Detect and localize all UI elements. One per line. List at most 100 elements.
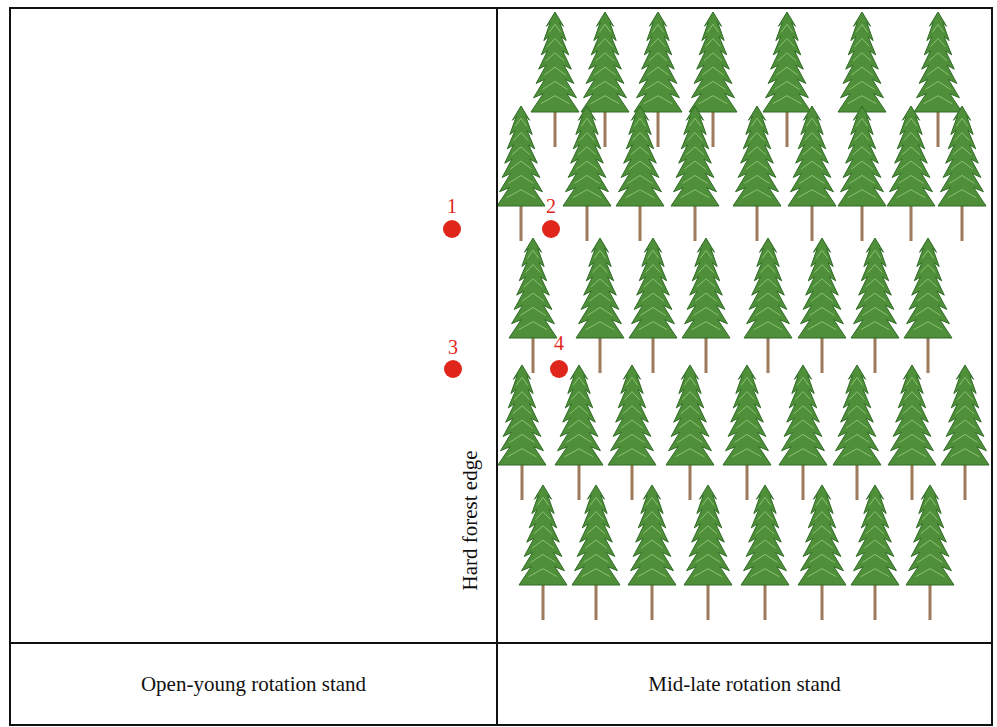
tree-branch [897,190,926,198]
tree-branch [856,24,867,32]
tree-branch [773,96,802,104]
tree-branch [565,449,594,457]
pine-tree [509,238,557,373]
tree-branch [869,250,880,258]
tree-branch [740,392,755,400]
tree-branch [578,147,596,155]
tree-branch [953,147,971,155]
tree-branch [643,526,661,534]
tree-branch [796,392,811,400]
tree-branch [534,526,552,534]
pine-tree [684,485,732,620]
tree-branch [921,265,936,273]
tree-crown [671,106,719,206]
tree-branch [707,24,718,32]
tree-branch [699,265,714,273]
tree-branch [589,512,604,520]
tree-branch [948,190,977,198]
tree-branch [914,322,943,330]
tree-branch [931,39,946,47]
tree-branch [925,81,950,89]
tree-branch [915,307,940,315]
tree-branch [848,96,877,104]
tree-branch [751,569,780,577]
tree-branch [924,497,935,505]
tree-branch [851,67,873,75]
tree-branch [638,569,667,577]
tree-branch [626,190,655,198]
tree-branch [515,392,530,400]
tree-crown [741,485,789,585]
tree-branch [573,190,602,198]
tree-branch [898,449,927,457]
tree-branch [694,569,723,577]
tree-branch [794,406,812,414]
tree-branch [627,175,652,183]
tree-branch [677,434,702,442]
pine-tree [798,485,846,620]
stand-label-cell: Open-young rotation stand [11,644,496,724]
pine-tree [666,365,714,500]
tree-branch [566,434,591,442]
tree-branch [916,569,945,577]
sample-dot [550,360,568,378]
tree-branch [524,279,542,287]
tree-branch [901,420,923,428]
pine-tree [723,365,771,500]
tree-crown [938,106,986,206]
tree-branch [529,569,558,577]
tree-branch [955,133,970,141]
forest-edge-line [496,8,498,725]
tree-branch [919,279,937,287]
pine-tree [838,106,886,241]
tree-crown [723,365,771,465]
tree-branch [900,161,922,169]
tree-branch [813,526,831,534]
tree-branch [508,175,533,183]
tree-branch [755,307,780,315]
tree-branch [905,118,916,126]
tree-branch [693,307,718,315]
tree-branch [568,420,590,428]
tree-branch [929,53,947,61]
tree-branch [639,554,664,562]
pine-tree [555,365,603,500]
tree-branch [519,322,548,330]
tree-branch [866,526,884,534]
tree-branch [798,190,827,198]
tree-branch [754,322,783,330]
tree-branch [754,540,776,548]
tree-branch [634,118,645,126]
tree-branch [917,293,939,301]
tree-branch [580,133,595,141]
tree-branch [903,406,921,414]
tree-branch [625,392,640,400]
tree-branch [917,554,942,562]
tree-crown [497,106,545,206]
tree-branch [641,540,663,548]
tree-branch [684,377,695,385]
tree-branch [809,554,834,562]
tree-branch [923,512,938,520]
sample-dot [444,360,462,378]
tree-branch [899,434,924,442]
tree-branch [645,512,660,520]
tree-crown [838,106,886,206]
tree-crown [733,106,781,206]
tree-branch [688,133,703,141]
tree-branch [846,420,868,428]
pine-trees [497,12,989,620]
pine-tree [887,106,935,241]
tree-branch [513,406,531,414]
tree-branch [750,133,765,141]
callout-number: 2 [546,196,556,216]
tree-crown [887,106,935,206]
tree-branch [756,526,774,534]
tree-branch [746,161,768,169]
strip-divider [10,642,992,644]
tree-branch [813,279,831,287]
tree-branch [956,406,974,414]
tree-crown [763,12,811,112]
tree-branch [790,434,815,442]
